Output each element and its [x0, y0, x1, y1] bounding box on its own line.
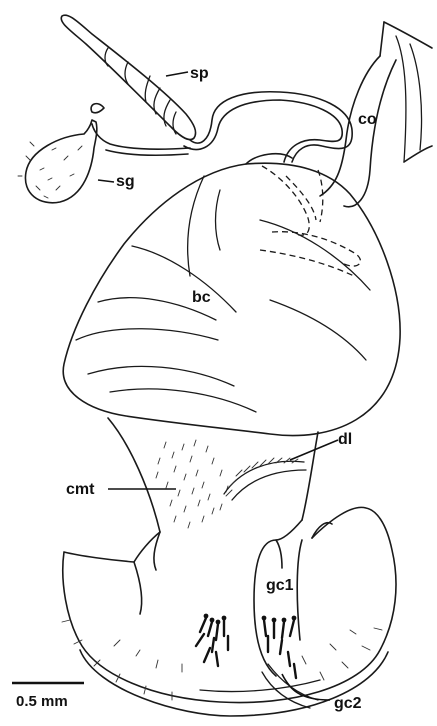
label-co: co	[358, 111, 377, 128]
scale-bar-label: 0.5 mm	[16, 693, 68, 710]
label-sg: sg	[116, 173, 135, 190]
spermathecal-gland	[18, 104, 104, 203]
spermatheca	[61, 15, 352, 162]
label-gc2: gc2	[334, 695, 362, 712]
label-bc: bc	[192, 289, 211, 306]
label-sp: sp	[190, 65, 209, 82]
sg-leader	[98, 180, 114, 182]
label-cmt: cmt	[66, 481, 95, 498]
sp-leader	[166, 72, 188, 76]
label-dl: dl	[338, 431, 352, 448]
label-gc1: gc1	[266, 577, 294, 594]
bursa-copulatrix	[63, 154, 400, 436]
genital-chamber	[62, 507, 396, 716]
